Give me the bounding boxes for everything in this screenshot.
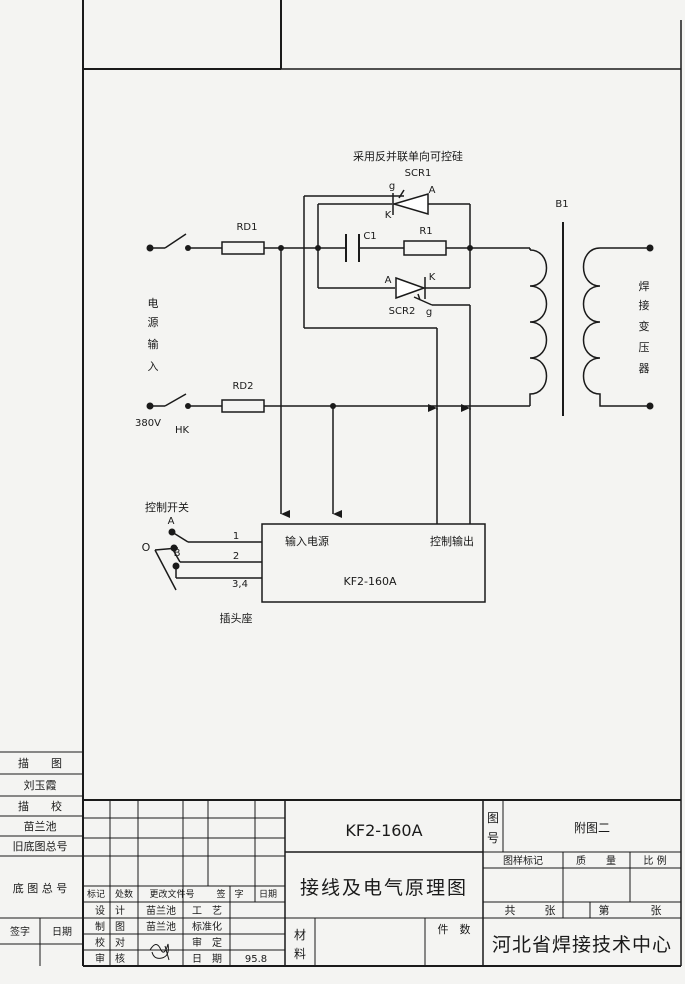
pattern-mark-header: 图样标记 [503, 854, 543, 867]
tb-drawing-name: 苗兰池 [146, 920, 176, 933]
label-scr1: SCR1 [405, 168, 432, 179]
tb-date-value: 95.8 [245, 954, 267, 965]
material-label-2: 料 [294, 947, 306, 961]
label-cathode-bottom: K [429, 272, 436, 283]
sidebar-sign-label: 签字 [10, 925, 30, 938]
tb-hdr-change: 更改文件号 [149, 888, 194, 900]
drawing-model-number: KF2-160A [345, 821, 422, 840]
schematic-wires [150, 195, 531, 591]
pin-34-label: 3,4 [232, 579, 248, 590]
signature-mark [149, 943, 170, 961]
power-input-char-3: 输 [148, 337, 159, 351]
label-cathode-top: K [385, 210, 392, 221]
label-c1: C1 [363, 231, 376, 242]
sheets-label-1: 张 [545, 904, 556, 917]
transformer-char-3: 变 [639, 319, 650, 333]
material-label-1: 材 [294, 928, 306, 942]
switch-pos-o: O [142, 541, 151, 554]
transformer-b1 [529, 222, 650, 416]
control-switch-label: 控制开关 [145, 500, 189, 514]
sidebar-checker-name: 苗兰池 [24, 820, 57, 833]
controller-kf2-160a [261, 523, 486, 603]
switch-pos-a: A [168, 516, 175, 527]
weight-header: 质 量 [576, 855, 616, 867]
power-input-char-1: 电 [148, 297, 159, 310]
tb-hdr-date: 日期 [259, 889, 277, 900]
sidebar-draw-label: 描 图 [18, 756, 62, 770]
tb-drawing-label: 制 图 [95, 920, 125, 933]
tb-proof-label: 校 对 [95, 936, 125, 949]
sheet-no-label: 第 [599, 903, 610, 917]
label-anode-bottom: A [385, 275, 392, 286]
tb-hdr-sign: 签 字 [216, 888, 243, 900]
sheets-label-2: 张 [651, 904, 662, 917]
organization-name: 河北省焊接技术中心 [492, 934, 672, 956]
label-gate-top: g [389, 181, 395, 192]
sidebar-check-label: 描 校 [18, 799, 62, 813]
power-input-char-2: 源 [148, 315, 159, 329]
transformer-char-5: 器 [639, 362, 650, 375]
tb-standard-label: 标准化 [192, 920, 222, 933]
left-sidebar [0, 751, 84, 966]
switch-hk-label: HK [175, 425, 190, 436]
socket-label: 插头座 [220, 611, 253, 625]
transformer-char-4: 压 [639, 341, 650, 354]
scale-header: 比 例 [643, 854, 666, 867]
transformer-char-1: 焊 [639, 279, 650, 293]
label-gate-bottom: g [426, 307, 432, 318]
quantity-label: 件 数 [438, 923, 471, 936]
tb-approve-label: 审 定 [192, 936, 222, 949]
tb-design-name: 苗兰池 [146, 904, 176, 917]
pin-2-label: 2 [233, 551, 239, 562]
box-output-label: 控制输出 [430, 534, 474, 548]
label-scr2: SCR2 [389, 306, 416, 317]
tb-hdr-count: 处数 [115, 888, 133, 900]
fuse-rd1 [221, 241, 265, 255]
label-r1: R1 [419, 226, 432, 237]
thyristor-scr1 [391, 189, 429, 216]
label-rd1: RD1 [236, 222, 257, 233]
sidebar-base-no: 底 图 总 号 [13, 881, 68, 895]
capacitor-c1 [345, 234, 360, 262]
drawing-title: 接线及电气原理图 [300, 877, 468, 899]
sidebar-drafter-name: 刘玉霞 [24, 779, 57, 792]
tb-review-label: 审 核 [95, 952, 125, 965]
resistor-r1 [403, 240, 447, 256]
sidebar-date-label: 日期 [52, 926, 72, 938]
thyristor-scr2 [395, 276, 427, 301]
box-input-label: 输入电源 [285, 534, 329, 548]
tb-process-label: 工 艺 [192, 905, 222, 917]
label-rd2: RD2 [232, 381, 253, 392]
sidebar-old-base-no: 旧底图总号 [13, 839, 68, 853]
label-b1: B1 [555, 199, 568, 210]
tb-hdr-mark: 标记 [87, 888, 105, 900]
box-model-label: KF2-160A [343, 575, 397, 588]
tb-date-label: 日 期 [192, 953, 222, 965]
power-input-char-4: 入 [148, 360, 159, 373]
total-label: 共 [505, 904, 516, 917]
switch-pos-b: B [174, 548, 181, 559]
transformer-char-2: 接 [639, 299, 650, 312]
label-anode-top: A [429, 185, 436, 196]
tb-design-label: 设 计 [95, 904, 125, 917]
appendix-figure-label: 附图二 [574, 821, 610, 835]
drawing-no-label-1: 图 [487, 811, 499, 825]
pin-1-label: 1 [233, 531, 239, 542]
fuse-rd2 [221, 399, 265, 413]
title-block-grid [83, 800, 681, 966]
voltage-label: 380V [135, 418, 161, 429]
scr-note: 采用反并联单向可控硅 [353, 149, 463, 163]
drawing-no-label-2: 号 [487, 831, 499, 845]
